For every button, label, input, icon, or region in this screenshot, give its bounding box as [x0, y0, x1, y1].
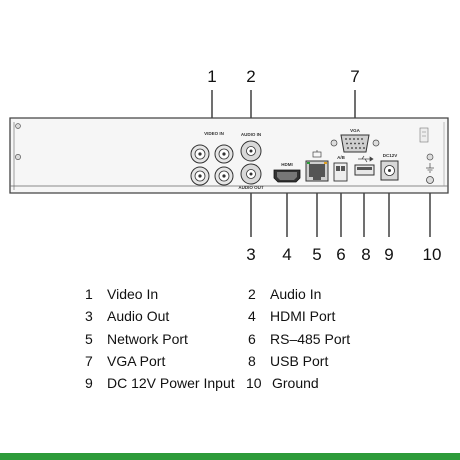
ground-icon	[426, 163, 434, 173]
legend-number: 9	[85, 375, 93, 391]
dc-power-port: DC12V	[380, 153, 399, 181]
video-in-ports: VIDEO IN	[190, 131, 234, 186]
legend-number: 7	[85, 353, 93, 369]
legend-text: Ground	[272, 375, 319, 391]
legend-item: 9 DC 12V Power Input	[85, 375, 235, 391]
callout-number-8: 8	[361, 245, 370, 264]
legend-item: 10 Ground	[246, 375, 319, 391]
legend: 1 Video In 2 Audio In 3 Audio Out 4 HDMI Por…	[0, 280, 460, 420]
ground-terminal	[426, 163, 434, 184]
callout-number-5: 5	[312, 245, 321, 264]
rear-panel-diagram: 1 2 7 3 4 5 6 8 9 10 VIDEO IN	[9, 67, 449, 264]
legend-text: Audio Out	[107, 308, 170, 324]
legend-text: Audio In	[270, 286, 322, 302]
legend-item: 2 Audio In	[248, 286, 321, 302]
bnc-connector-icon	[214, 144, 234, 164]
audio-in-port-label: AUDIO IN	[241, 132, 261, 137]
callout-number-6: 6	[336, 245, 345, 264]
video-in-port-label: VIDEO IN	[204, 131, 224, 136]
bnc-connector-icon	[190, 166, 210, 186]
hdmi-port: HDMI	[273, 162, 301, 183]
callout-number-9: 9	[384, 245, 393, 264]
legend-item: 3 Audio Out	[85, 308, 169, 324]
legend-number: 2	[248, 286, 256, 302]
screw-right-icon	[419, 127, 434, 161]
usb-icon	[358, 155, 374, 163]
rca-audio-in-icon	[240, 140, 262, 162]
legend-number: 4	[248, 308, 256, 324]
callout-number-3: 3	[246, 245, 255, 264]
legend-item: 4 HDMI Port	[248, 308, 335, 324]
vga-port: VGA	[330, 128, 380, 153]
legend-text: RS–485 Port	[270, 331, 351, 347]
legend-number: 10	[246, 375, 262, 391]
network-icon	[312, 150, 322, 158]
legend-text: Network Port	[107, 331, 188, 347]
legend-item: 6 RS–485 Port	[248, 331, 350, 347]
legend-text: USB Port	[270, 353, 329, 369]
callout-number-7: 7	[350, 67, 359, 86]
legend-text: VGA Port	[107, 353, 166, 369]
bnc-connector-icon	[190, 144, 210, 164]
legend-number: 1	[85, 286, 93, 302]
screw-left-icon	[15, 123, 21, 160]
callout-number-2: 2	[246, 67, 255, 86]
callout-number-10: 10	[423, 245, 442, 264]
network-port	[305, 150, 329, 182]
legend-number: 6	[248, 331, 256, 347]
callout-number-1: 1	[207, 67, 216, 86]
legend-text: HDMI Port	[270, 308, 336, 324]
rs485-port: A/B	[333, 155, 348, 182]
legend-text: Video In	[107, 286, 159, 302]
audio-ports: AUDIO IN AUDIO OUT	[238, 132, 264, 190]
legend-number: 5	[85, 331, 93, 347]
dc-power-port-label: DC12V	[383, 153, 398, 158]
legend-item: 7 VGA Port	[85, 353, 165, 369]
callout-number-4: 4	[282, 245, 291, 264]
rs485-port-label: A/B	[337, 155, 346, 160]
audio-out-port-label: AUDIO OUT	[238, 185, 264, 190]
legend-text: DC 12V Power Input	[107, 375, 235, 391]
hdmi-port-label: HDMI	[281, 162, 293, 167]
legend-number: 8	[248, 353, 256, 369]
accent-bar	[0, 453, 460, 460]
bnc-connector-icon	[214, 166, 234, 186]
vga-port-label: VGA	[350, 128, 361, 133]
legend-number: 3	[85, 308, 93, 324]
legend-item: 1 Video In	[85, 286, 158, 302]
legend-item: 5 Network Port	[85, 331, 188, 347]
usb-port	[354, 155, 375, 176]
rca-audio-out-icon	[240, 163, 262, 185]
legend-item: 8 USB Port	[248, 353, 328, 369]
